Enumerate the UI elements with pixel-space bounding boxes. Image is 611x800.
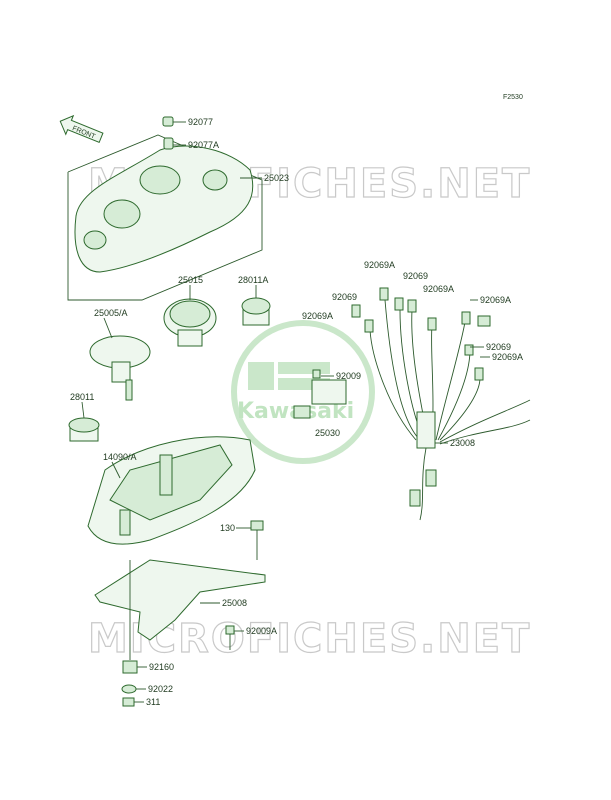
label-25008: 25008 <box>222 598 247 608</box>
bracket-25008 <box>94 559 266 641</box>
bolt-130 <box>250 520 264 560</box>
part-labels: 92077 92077A 25023 25015 28011A 25005/A … <box>70 117 523 707</box>
label-92069A-rightlow: 92069A <box>492 352 523 362</box>
label-92069A-top: 92069A <box>364 260 395 270</box>
cap-92077A <box>163 137 174 150</box>
label-23008: 23008 <box>450 438 475 448</box>
bulb-sockets <box>351 287 491 381</box>
label-92022: 92022 <box>148 684 173 694</box>
label-28011A: 28011A <box>238 275 268 285</box>
figure-code: F2530 <box>503 94 523 101</box>
label-25015: 25015 <box>178 275 203 285</box>
label-28011: 28011 <box>70 392 94 402</box>
label-25030: 25030 <box>315 428 340 438</box>
label-92009: 92009 <box>336 371 361 381</box>
nut-311 <box>122 697 135 707</box>
label-25023: 25023 <box>264 173 289 183</box>
label-14090A: 14090/A <box>103 452 137 462</box>
label-92069A-leftlow: 92069A <box>302 311 333 321</box>
cap-92077 <box>162 116 174 127</box>
cover-group-outline <box>67 134 263 301</box>
label-92077A: 92077A <box>188 140 219 150</box>
label-92009A: 92009A <box>246 626 277 636</box>
washer-92022 <box>121 684 137 694</box>
gauge-25015 <box>163 298 217 347</box>
label-92069A-right: 92069A <box>480 295 511 305</box>
label-92069-right: 92069 <box>486 342 511 352</box>
bolt-92009A <box>225 625 235 650</box>
leader-lines <box>81 121 490 703</box>
wire-harness <box>369 299 531 521</box>
label-92069-top: 92069 <box>403 271 428 281</box>
meter-cover <box>74 145 254 273</box>
label-92069A-mid: 92069A <box>423 284 454 294</box>
cup-28011A <box>241 297 271 326</box>
label-92160: 92160 <box>149 662 174 672</box>
label-25005A: 25005/A <box>94 308 128 318</box>
front-arrow: FRONT <box>59 114 104 144</box>
gauge-25005A <box>89 335 151 401</box>
label-92069-left: 92069 <box>332 292 357 302</box>
label-130: 130 <box>220 523 235 533</box>
cup-28011 <box>68 417 100 442</box>
label-92077: 92077 <box>188 117 213 127</box>
relay-25030 <box>293 369 347 419</box>
meter-case <box>87 436 256 545</box>
brand-logo: Kawasaki <box>231 320 375 464</box>
grommet-92160 <box>122 660 138 674</box>
label-311: 311 <box>146 697 160 707</box>
